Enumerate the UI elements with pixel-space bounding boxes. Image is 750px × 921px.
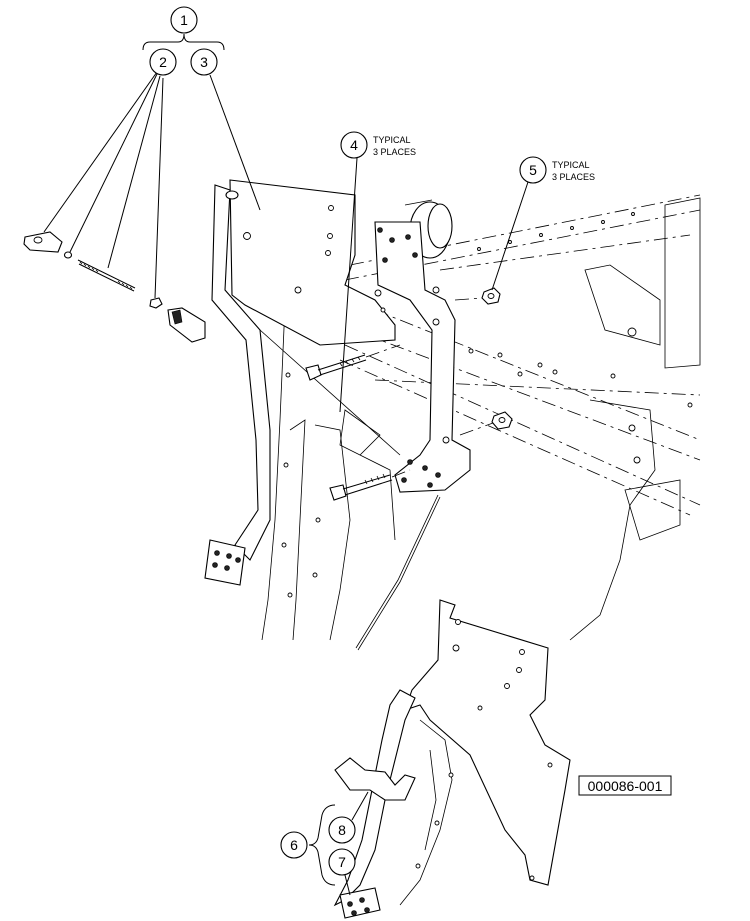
callout-7: 7 (328, 848, 356, 876)
lock-nuts (454, 287, 513, 436)
drawing-number-label: 000086-001 (588, 778, 663, 794)
callout-5-label: 5 (529, 162, 537, 178)
callout-4-note-line1: TYPICAL (373, 135, 411, 145)
callout-7-circle (328, 848, 356, 876)
callout-3: 3 (190, 48, 218, 76)
callout-1: 1 (170, 6, 198, 34)
callout-6: 6 (280, 831, 308, 859)
leader-lines (43, 33, 529, 896)
callout-1-circle (170, 6, 198, 34)
callout-2-label: 2 (159, 54, 167, 70)
callout-5-note-line1: TYPICAL (552, 160, 590, 170)
callout-6-label: 6 (290, 837, 298, 853)
drawing-number-box: 000086-001 (578, 775, 672, 796)
adjuster-rod-assembly (23, 231, 206, 343)
callout-5-note-line2: 3 PLACES (552, 172, 595, 182)
pedal-bracket-upper (204, 179, 401, 586)
callout-2-circle (149, 48, 177, 76)
callout-3-circle (190, 48, 218, 76)
callout-6-circle (280, 831, 308, 859)
callout-7-label: 7 (338, 854, 346, 870)
callout-8: 8 (328, 816, 356, 844)
callout-4: 4 TYPICAL 3 PLACES (340, 131, 416, 159)
phantom-pedal-supports (261, 304, 396, 641)
callout-2: 2 (149, 48, 177, 76)
callout-5: 5 TYPICAL 3 PLACES (519, 156, 595, 184)
cable-bracket (355, 199, 471, 651)
pedal-bracket-lower (333, 599, 571, 919)
callout-5-circle (519, 156, 547, 184)
frame-phantom-lines (339, 194, 701, 641)
callout-4-circle (340, 131, 368, 159)
callout-4-label: 4 (350, 137, 358, 153)
drawing-number-frame (578, 775, 672, 796)
callout-4-note-line2: 3 PLACES (373, 147, 416, 157)
callout-3-label: 3 (200, 54, 208, 70)
callout-1-label: 1 (180, 12, 188, 28)
callout-8-label: 8 (338, 822, 346, 838)
callout-8-circle (328, 816, 356, 844)
